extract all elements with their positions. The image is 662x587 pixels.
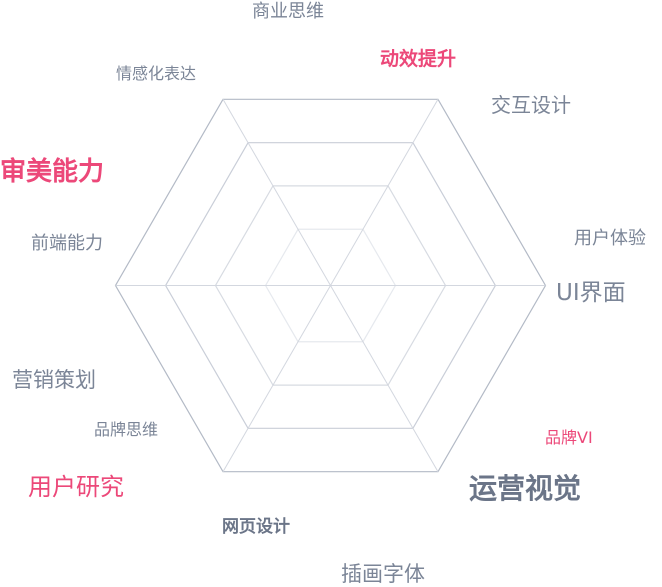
label-frontend: 前端能力 xyxy=(31,233,103,254)
grid-spoke-5 xyxy=(222,285,331,472)
label-ux: 用户体验 xyxy=(574,228,646,249)
label-user-research: 用户研究 xyxy=(28,473,124,501)
label-brand-thinking: 品牌思维 xyxy=(94,420,159,439)
label-aesthetic: 审美能力 xyxy=(0,157,105,187)
label-interaction: 交互设计 xyxy=(491,93,571,117)
label-marketing: 营销策划 xyxy=(12,368,96,392)
grid-spoke-6 xyxy=(330,285,439,472)
label-web-design: 网页设计 xyxy=(222,517,290,537)
grid-spoke-3 xyxy=(222,99,331,286)
grid-spoke-2 xyxy=(330,99,439,286)
label-business-thinking: 商业思维 xyxy=(252,1,324,22)
label-brand-vi: 品牌VI xyxy=(545,428,593,447)
label-ui: UI界面 xyxy=(556,280,626,306)
label-emotional: 情感化表达 xyxy=(116,64,197,83)
label-illustration: 插画字体 xyxy=(341,562,425,586)
label-motion: 动效提升 xyxy=(380,48,457,70)
label-operations-visual: 运营视觉 xyxy=(469,472,582,505)
